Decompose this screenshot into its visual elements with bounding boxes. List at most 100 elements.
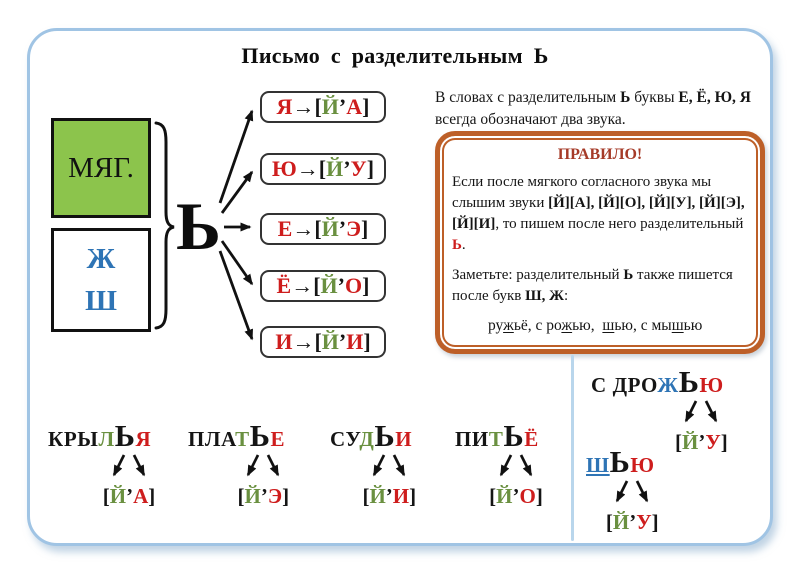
text-segment: Й <box>321 329 339 354</box>
text-segment: Ь <box>249 419 271 453</box>
word-example: ШЬЮ[Й’У] <box>586 447 659 535</box>
text-segment: КРЫ <box>48 427 99 451</box>
letter-zh: Ж <box>86 242 116 275</box>
text-segment: ш <box>602 317 615 334</box>
text-segment: Ь <box>623 267 634 283</box>
mapping-column: Я→[Й’А]Ю→[Й’У]Е→[Й’Э]Ё→[Й’О]И→[Й’И] <box>260 91 390 361</box>
text-segment: ьё, с ро <box>513 317 562 334</box>
text-segment: Ё <box>276 273 292 298</box>
text-segment: [Й][А], [Й][О], [Й][У], [Й][Э], [Й][И] <box>452 195 745 232</box>
text-segment: Т <box>488 427 504 451</box>
text-segment: → <box>292 94 315 119</box>
text-segment: [ <box>102 484 110 508</box>
text-segment: Й <box>109 484 127 508</box>
fan-arrow-icon <box>220 240 254 286</box>
text-segment: , то пишем после него разделительный <box>495 216 744 232</box>
text-segment: Д <box>359 427 375 451</box>
text-segment: ] <box>282 484 290 508</box>
soft-sign-letter: Ь <box>176 188 221 264</box>
example-word: ПЛАТЬЕ <box>188 421 285 452</box>
text-segment: Е <box>270 427 286 451</box>
split-arrows-icon <box>112 454 146 477</box>
text-segment: Й <box>320 273 338 298</box>
text-segment: Ь <box>114 419 136 453</box>
text-segment: ’ <box>337 273 345 298</box>
text-segment: также пишется после букв <box>452 267 733 304</box>
text-segment: Ё <box>524 427 539 451</box>
rule-title: ПРАВИЛО! <box>557 146 643 163</box>
text-segment: У <box>636 510 652 534</box>
text-segment: Если после мягкого согласного звука мы с… <box>452 174 712 211</box>
text-segment: [ <box>314 216 322 241</box>
text-segment: [ <box>314 329 322 354</box>
mapping-box: Я→[Й’А] <box>260 91 386 123</box>
example-word: С ДРОЖЬЮ <box>591 367 724 398</box>
text-segment: Й <box>496 484 513 508</box>
text-segment: ПЛА <box>188 427 236 451</box>
text-segment: Я <box>276 94 293 119</box>
text-segment: В словах с разделительным <box>435 89 621 106</box>
text-segment: ью, с мы <box>614 317 672 334</box>
text-segment: Ь <box>503 419 525 453</box>
text-segment: Й <box>321 94 339 119</box>
text-segment: Заметьте: разделительный <box>452 267 624 283</box>
rule-paragraph-2: Заметьте: разделительный Ь также пишется… <box>452 265 748 307</box>
text-segment: О <box>345 273 363 298</box>
text-segment: [ <box>314 94 322 119</box>
text-segment: Й <box>681 430 699 454</box>
text-segment: А <box>346 94 363 119</box>
text-segment: Й <box>326 156 344 181</box>
example-tail: [Й’Э] <box>237 453 289 509</box>
text-segment: Е <box>277 216 293 241</box>
text-segment: ] <box>366 156 375 181</box>
word-example: С ДРОЖЬЮ [Й’У] <box>591 367 728 455</box>
text-segment: ж <box>503 317 514 334</box>
text-segment: У <box>350 156 367 181</box>
text-segment: Ш <box>586 453 610 477</box>
soft-label: МЯГ. <box>68 151 134 184</box>
text-segment: [ <box>674 430 682 454</box>
text-segment: ью, <box>572 317 603 334</box>
text-segment: ] <box>148 484 156 508</box>
text-segment: С ДРО <box>591 373 658 397</box>
text-segment: ру <box>488 317 504 334</box>
text-segment: Э <box>346 216 362 241</box>
text-segment: Ш, Ж <box>525 288 564 304</box>
example-word: СУДЬИ <box>330 421 412 452</box>
fan-arrow-icon <box>218 109 254 204</box>
text-segment: буквы <box>630 89 679 106</box>
mapping-box: Ё→[Й’О] <box>260 270 386 302</box>
example-tail: [Й’О] <box>489 453 543 509</box>
split-arrows-icon <box>499 454 533 477</box>
text-segment: Ю <box>630 453 655 477</box>
text-segment: И <box>346 329 364 354</box>
example-word: ПИТЬЁ <box>455 421 539 452</box>
text-segment: → <box>292 216 315 241</box>
text-segment: [ <box>489 484 497 508</box>
text-segment: Ь <box>374 419 396 453</box>
text-segment: СУ <box>330 427 360 451</box>
text-segment: ] <box>651 510 659 534</box>
text-segment: ] <box>720 430 728 454</box>
text-segment: ] <box>535 484 543 508</box>
rule-paragraph-1: Если после мягкого согласного звука мы с… <box>452 172 748 256</box>
rule-examples: ружьё, с рожью, шью, с мышью <box>452 315 748 337</box>
soft-consonants-box: МЯГ. <box>51 118 151 218</box>
text-segment: всегда обозначают два звука. <box>435 111 626 128</box>
text-segment: О <box>519 484 536 508</box>
text-segment: Й <box>369 484 386 508</box>
mapping-box: Ю→[Й’У] <box>260 153 386 185</box>
text-segment: Э <box>267 484 283 508</box>
text-segment: ’ <box>343 156 351 181</box>
text-segment: Ь <box>609 445 631 479</box>
example-tail: [Й’У] <box>675 399 728 455</box>
example-sound: [Й’А] <box>103 484 156 509</box>
text-segment: Я <box>135 427 152 451</box>
text-segment: : <box>563 288 569 304</box>
text-segment: Е, Ё, Ю, Я <box>678 89 751 106</box>
fan-arrow-icon <box>220 170 254 214</box>
example-word: ШЬЮ <box>586 447 655 478</box>
example-sound: [Й’У] <box>675 430 728 455</box>
text-segment: [ <box>362 484 370 508</box>
text-segment: ’ <box>338 216 347 241</box>
